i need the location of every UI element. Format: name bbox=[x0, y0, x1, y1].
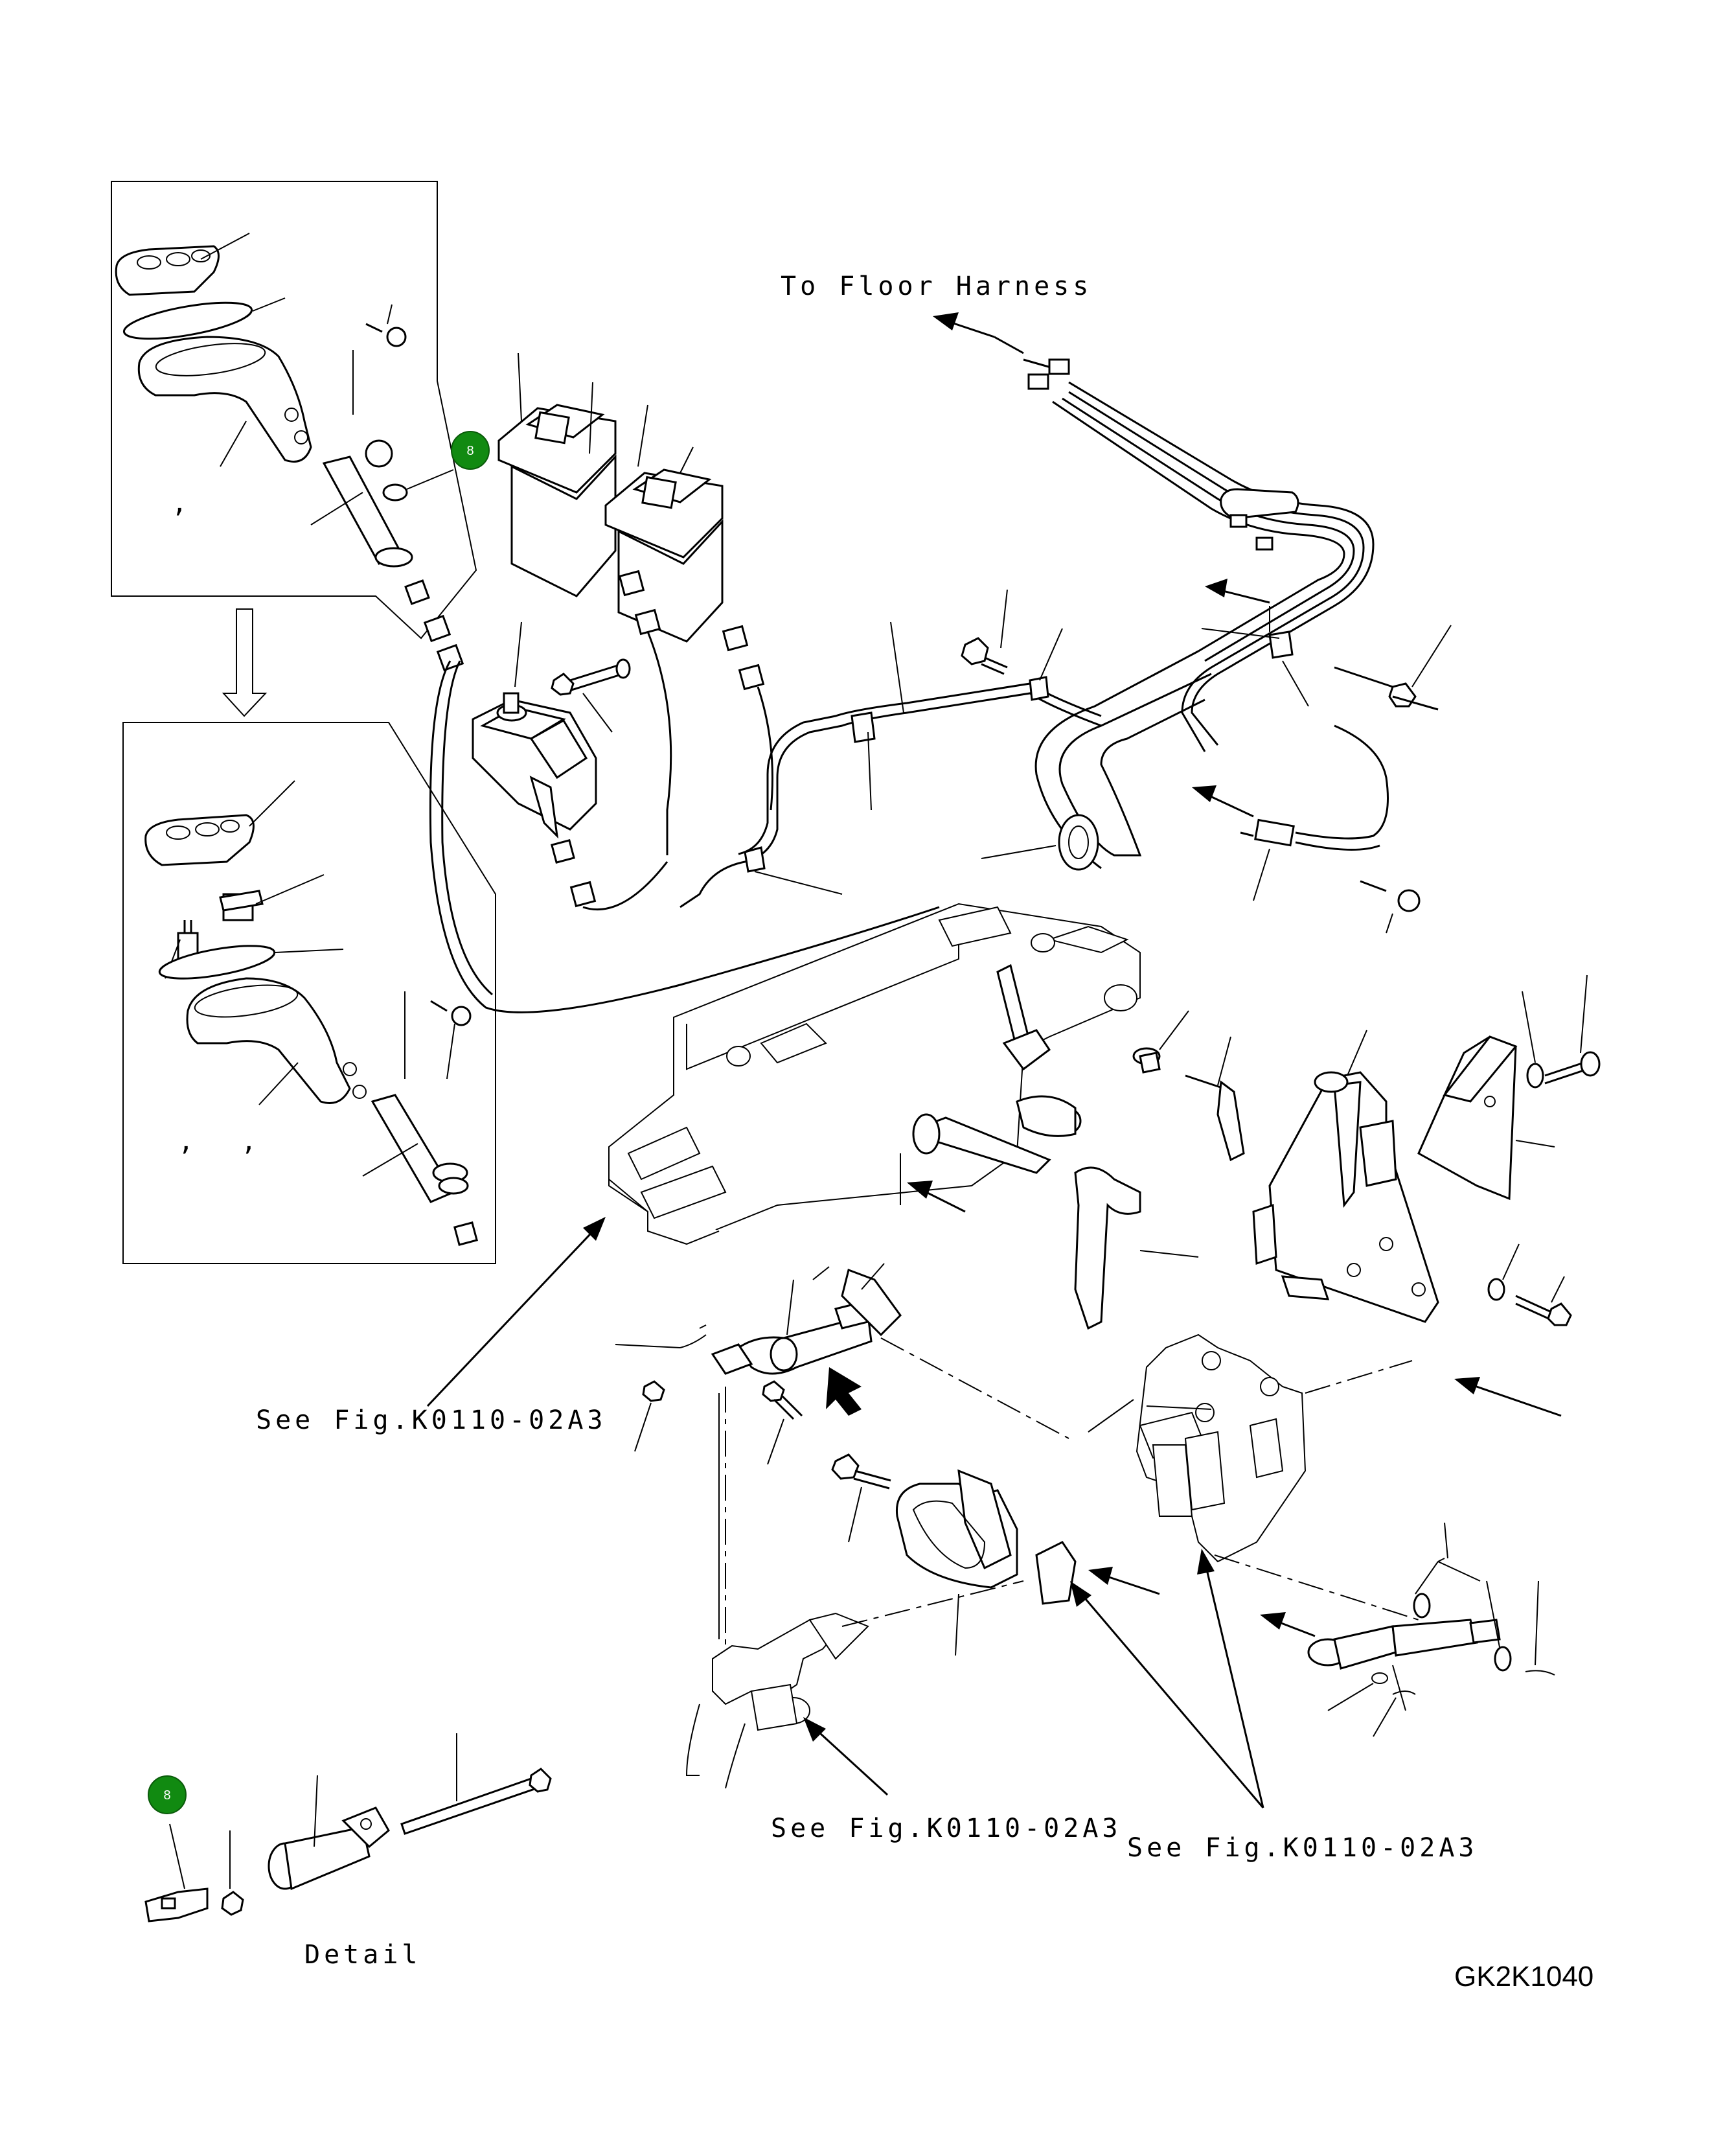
bracket-arrow-1-icon bbox=[907, 1181, 966, 1213]
guide-plate-part bbox=[895, 1469, 1018, 1589]
micro-switch-arrow-icon bbox=[1192, 785, 1254, 818]
wire-harness bbox=[680, 336, 1389, 908]
pad-part bbox=[1035, 1541, 1077, 1605]
washer-bolt-part-bottom bbox=[1487, 1278, 1572, 1326]
callout-marker-lower[interactable]: 8 bbox=[148, 1775, 187, 1814]
pedal-arrow-icon bbox=[803, 1717, 889, 1796]
bolt-part-lower-1 bbox=[762, 1380, 803, 1420]
bolt-part-lower-2 bbox=[831, 1453, 891, 1490]
lever-cap-part bbox=[115, 245, 220, 296]
gasket-ring-part bbox=[122, 301, 253, 340]
switch-box-part-2 bbox=[604, 468, 724, 643]
inset-box-upper: , bbox=[111, 181, 477, 640]
drawing-code: GK2K1040 bbox=[1454, 1961, 1593, 1992]
bolt-part-joystick bbox=[551, 658, 631, 696]
gasket-ring-part-lower bbox=[158, 945, 276, 980]
inset-box-lower: , , bbox=[122, 722, 496, 1264]
lever-body-part bbox=[137, 336, 312, 463]
lever-shaft-part-lower bbox=[371, 1094, 478, 1246]
nut-part bbox=[642, 1380, 665, 1402]
svg-text:,: , bbox=[172, 489, 191, 518]
svg-text:,: , bbox=[178, 1127, 198, 1157]
switch-box-part-1 bbox=[497, 404, 617, 597]
harness-arrow-right-icon bbox=[1205, 579, 1270, 604]
see-fig-arrow-left-icon bbox=[426, 1217, 606, 1407]
down-arrow-icon bbox=[222, 608, 268, 717]
micro-switch-part bbox=[1240, 724, 1389, 851]
screw-part-lower bbox=[430, 1000, 472, 1026]
detail-nut-part bbox=[221, 1891, 244, 1916]
label-see-fig-center[interactable]: See Fig.K0110-02A3 bbox=[256, 1405, 606, 1435]
big-arrow-icon bbox=[826, 1367, 862, 1416]
knob-lever-part-2 bbox=[1074, 1166, 1141, 1330]
bolt-part-harness-1 bbox=[961, 637, 1008, 675]
bracket-arrow-right-icon bbox=[1454, 1377, 1562, 1417]
callout-marker-upper[interactable]: 8 bbox=[451, 431, 490, 470]
bracket-plate-part bbox=[1252, 1071, 1439, 1323]
pad-arrow-icon bbox=[1088, 1567, 1160, 1595]
label-to-floor-harness: To Floor Harness bbox=[781, 271, 1092, 301]
column-bracket-ghost bbox=[608, 903, 1141, 1245]
callout-marker-upper-text: 8 bbox=[466, 444, 474, 458]
washer-bolt-part-top bbox=[1526, 1051, 1601, 1089]
lever-cap-part-lower bbox=[144, 814, 255, 866]
mount-bracket-part bbox=[1136, 1333, 1307, 1563]
tilt-lever-part bbox=[912, 963, 1082, 1174]
cover-plate-part bbox=[1417, 1035, 1518, 1201]
screw-part bbox=[365, 323, 407, 347]
lock-cylinder-part bbox=[711, 1301, 873, 1375]
knob-lever-part-1 bbox=[1185, 1074, 1245, 1162]
bracket-small-part bbox=[841, 1269, 902, 1337]
label-detail: Detail bbox=[304, 1940, 422, 1970]
lever-body-part-lower bbox=[186, 977, 367, 1104]
joystick-switch-part bbox=[472, 692, 597, 839]
bolt-part-harness-3 bbox=[1360, 880, 1421, 912]
label-see-fig-bottom-middle[interactable]: See Fig.K0110-02A3 bbox=[771, 1814, 1121, 1843]
label-see-fig-bottom-right[interactable]: See Fig.K0110-02A3 bbox=[1127, 1833, 1478, 1863]
callout-marker-lower-text: 8 bbox=[163, 1788, 170, 1803]
pedal-bracket-ghost bbox=[685, 1612, 869, 1789]
gas-spring-arrow-icon bbox=[1260, 1612, 1316, 1637]
detail-cylinder-part bbox=[268, 1806, 390, 1891]
bolt-part-harness-2 bbox=[1334, 666, 1439, 711]
lever-shaft-part bbox=[322, 456, 430, 605]
detail-rod-part bbox=[400, 1768, 552, 1835]
floor-harness-arrow-icon bbox=[933, 312, 995, 338]
gas-spring-part bbox=[1307, 1619, 1501, 1670]
see-fig-arrows-icon bbox=[1070, 1549, 1264, 1808]
svg-text:,: , bbox=[241, 1127, 260, 1157]
bushing-part bbox=[1132, 1047, 1161, 1074]
detail-clevis-part bbox=[144, 1887, 209, 1922]
